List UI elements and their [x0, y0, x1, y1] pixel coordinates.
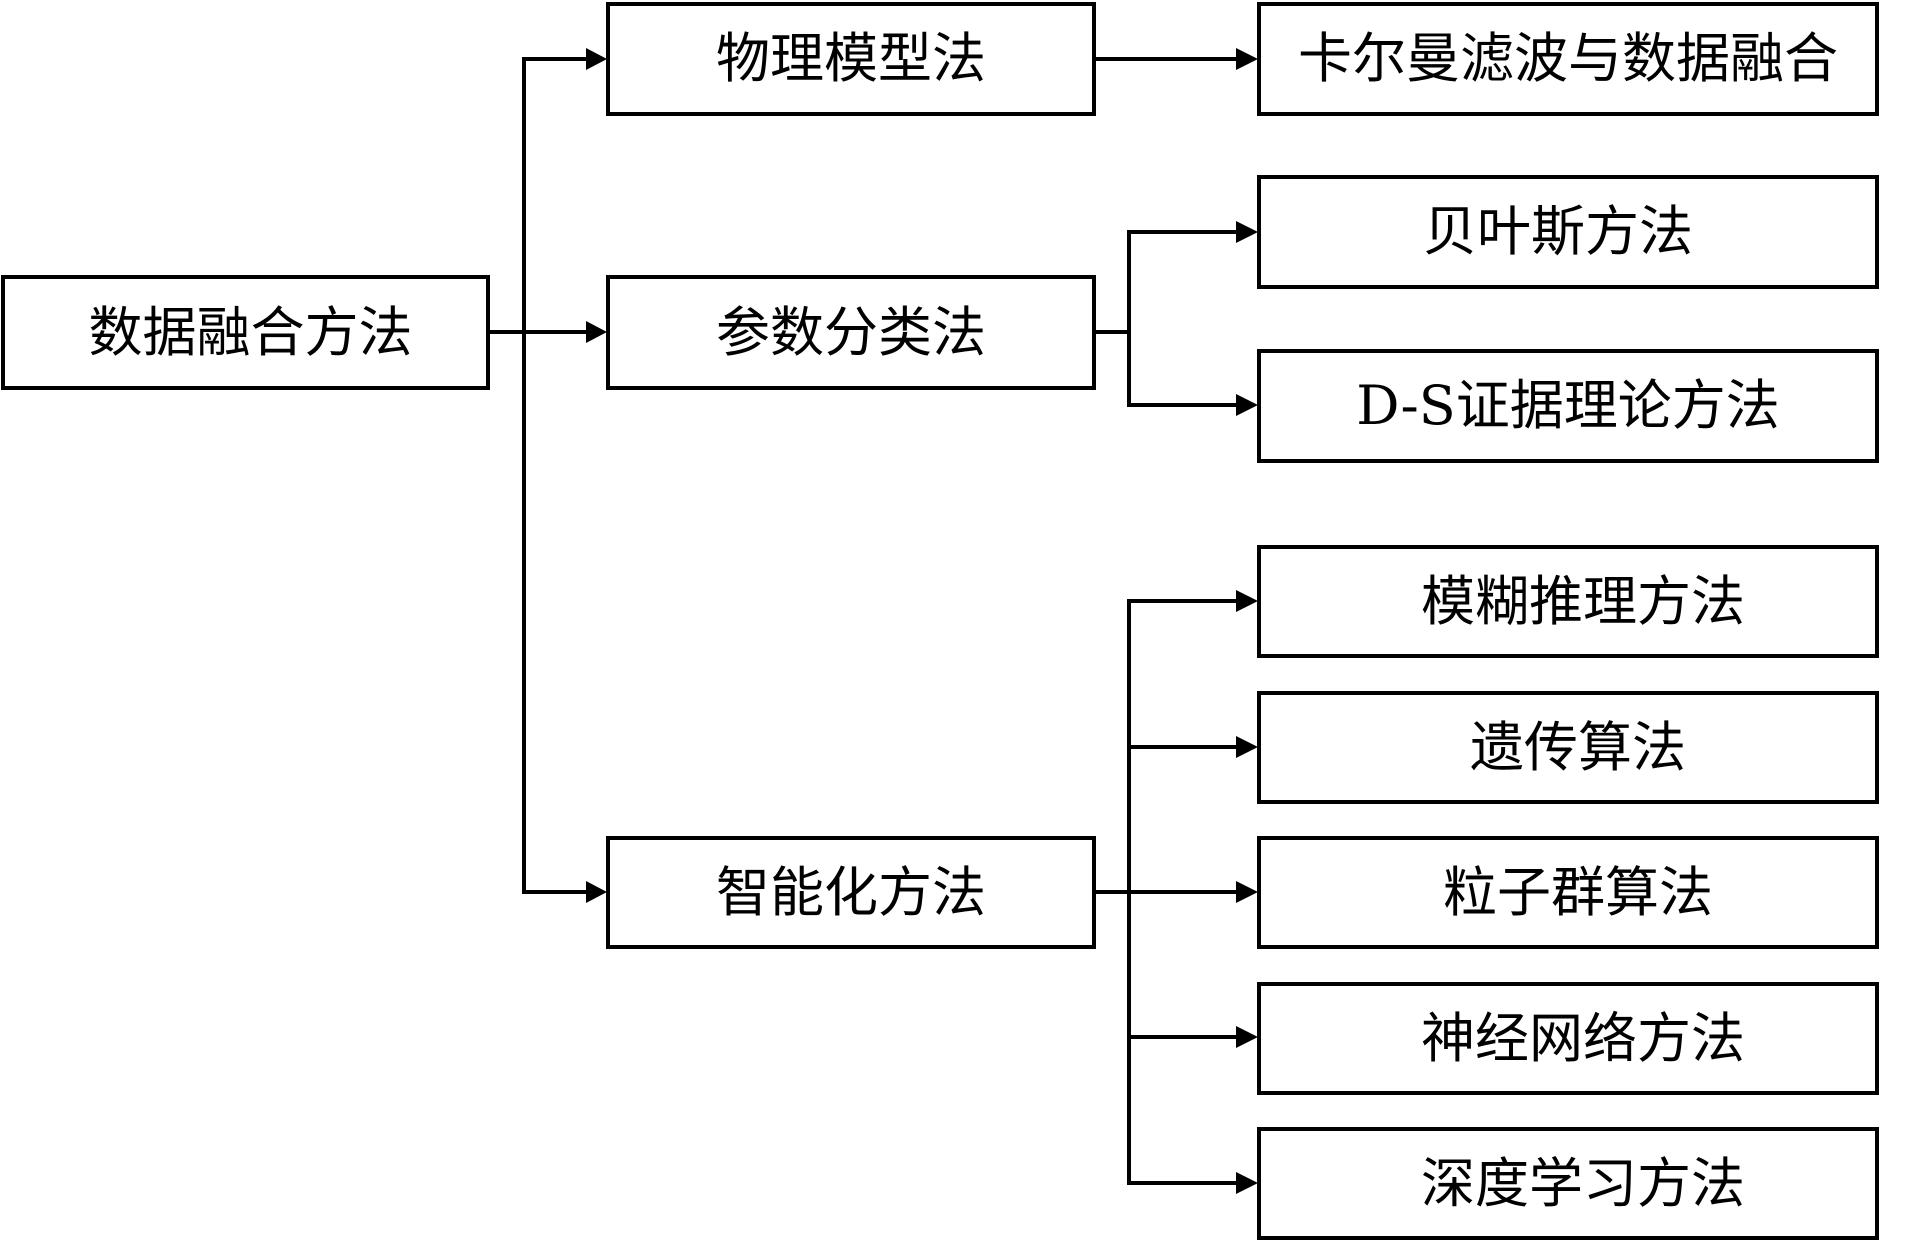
- arrowhead-icon: [1236, 394, 1258, 416]
- node-bayesian: 贝叶斯方法: [1257, 175, 1879, 289]
- node-genetic-algorithm: 遗传算法: [1257, 691, 1879, 804]
- root-node: 数据融合方法: [1, 275, 490, 390]
- node-label: 遗传算法: [1470, 715, 1686, 779]
- root-node-label: 数据融合方法: [88, 300, 413, 364]
- node-intelligent-methods: 智能化方法: [606, 836, 1096, 949]
- arrowhead-icon: [586, 321, 607, 343]
- node-fuzzy-reasoning: 模糊推理方法: [1257, 545, 1879, 658]
- node-particle-swarm: 粒子群算法: [1257, 836, 1879, 949]
- node-label: 贝叶斯方法: [1423, 200, 1693, 263]
- arrowhead-icon: [1236, 1172, 1258, 1194]
- arrowhead-icon: [1236, 881, 1258, 903]
- node-physical-model: 物理模型法: [606, 2, 1096, 116]
- node-label: 参数分类法: [716, 300, 986, 364]
- arrowhead-icon: [1236, 590, 1258, 612]
- node-deep-learning: 深度学习方法: [1257, 1127, 1879, 1240]
- node-label: 卡尔曼滤波与数据融合: [1298, 27, 1838, 90]
- arrowhead-icon: [586, 881, 607, 903]
- node-label: 深度学习方法: [1421, 1151, 1745, 1215]
- arrowhead-icon: [586, 48, 607, 70]
- arrowhead-icon: [1236, 736, 1258, 758]
- node-neural-network: 神经网络方法: [1257, 982, 1879, 1095]
- node-kalman-filter-fusion: 卡尔曼滤波与数据融合: [1257, 2, 1879, 116]
- node-label: D-S证据理论方法: [1356, 374, 1780, 437]
- node-parametric-classification: 参数分类法: [606, 275, 1096, 390]
- node-label: 物理模型法: [716, 27, 986, 90]
- node-label: 粒子群算法: [1443, 860, 1713, 924]
- node-label: 智能化方法: [716, 860, 986, 924]
- arrowhead-icon: [1236, 1026, 1258, 1048]
- arrowhead-icon: [1236, 221, 1258, 243]
- node-label: 神经网络方法: [1421, 1006, 1745, 1070]
- node-ds-evidence-theory: D-S证据理论方法: [1257, 349, 1879, 463]
- arrowhead-icon: [1236, 48, 1258, 70]
- node-label: 模糊推理方法: [1421, 569, 1745, 633]
